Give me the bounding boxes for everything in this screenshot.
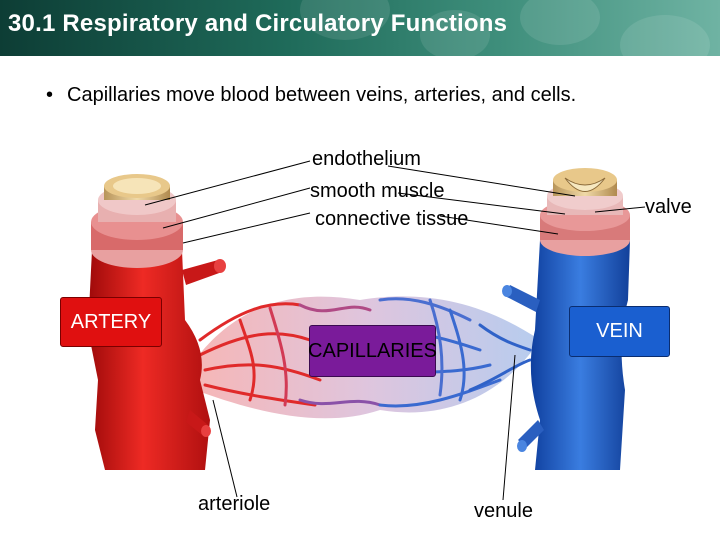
capillaries-label: CAPILLARIES — [308, 325, 437, 377]
bullet-point: • Capillaries move blood between veins, a… — [46, 84, 576, 107]
endothelium-label: endothelium — [312, 148, 421, 170]
leader-lines — [144, 160, 646, 501]
valve-icon — [564, 177, 606, 192]
title-bar: 30.1 Respiratory and Circulatory Functio… — [0, 0, 720, 56]
vein-label: VEIN — [569, 306, 670, 357]
bullet-text: Capillaries move blood between veins, ar… — [67, 84, 577, 106]
valve-label: valve — [645, 196, 692, 218]
venule-label: venule — [474, 500, 533, 522]
artery-label: ARTERY — [60, 297, 162, 347]
smooth-muscle-label: smooth muscle — [310, 180, 445, 202]
bullet-dot: • — [46, 84, 54, 106]
arteriole-label: arteriole — [198, 493, 271, 515]
connective-tissue-label: connective tissue — [315, 208, 469, 230]
slide-title: 30.1 Respiratory and Circulatory Functio… — [8, 10, 508, 37]
